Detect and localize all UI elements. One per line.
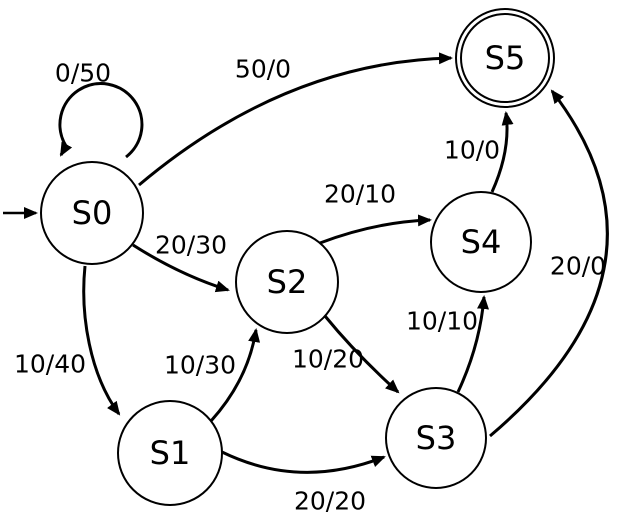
state-label-S2: S2 [267, 263, 308, 301]
transition-S0-S1 [82, 265, 121, 416]
transition-S1-S2 [209, 328, 261, 423]
transition-label-S2-S3: 10/20 [292, 345, 364, 374]
state-label-S0: S0 [72, 194, 113, 232]
transition-label-S2-S4: 20/10 [324, 180, 396, 209]
state-S0: S0 [40, 161, 144, 265]
state-circle-S1 [117, 400, 223, 506]
transition-label-S4-S5: 10/0 [444, 136, 500, 165]
state-circle-S0 [40, 161, 144, 265]
state-inner-circle-S5 [460, 13, 550, 103]
state-circle-S2 [235, 230, 339, 334]
transition-label-S0-S0: 0/50 [55, 59, 111, 88]
state-S2: S2 [235, 230, 339, 334]
transition-S4-S5 [490, 111, 514, 193]
state-S1: S1 [117, 400, 223, 506]
transition-label-S0-S2: 20/30 [155, 231, 227, 260]
transition-label-S3-S5: 20/0 [550, 252, 606, 281]
state-circle-S4 [430, 191, 532, 293]
transition-S3-S5 [489, 89, 609, 438]
transition-label-S3-S4: 10/10 [406, 307, 478, 336]
transition-S2-S3 [323, 315, 400, 394]
transition-label-S0-S5: 50/0 [235, 55, 291, 84]
state-S4: S4 [430, 191, 532, 293]
state-S5-accepting: S5 [455, 8, 555, 108]
state-label-S1: S1 [150, 434, 191, 472]
transition-S3-S4 [456, 295, 489, 393]
transition-S0-S2 [132, 243, 230, 293]
state-label-S3: S3 [416, 419, 457, 457]
state-circle-S3 [385, 387, 487, 489]
state-label-S5: S5 [485, 39, 526, 77]
transition-S2-S4 [319, 214, 432, 245]
state-circle-S5 [455, 8, 555, 108]
state-S3: S3 [385, 387, 487, 489]
transition-S1-S3 [221, 450, 386, 474]
transition-S0-S5 [138, 52, 453, 187]
transition-label-S0-S1: 10/40 [14, 350, 86, 379]
transition-label-S1-S2: 10/30 [164, 351, 236, 380]
transition-label-S1-S3: 20/20 [294, 487, 366, 512]
transitions-layer: 0/50 50/0 20/30 10/40 10/30 20/20 20/10 10/20 10… [3, 52, 609, 512]
state-label-S4: S4 [461, 223, 502, 261]
transition-S0-S0 [58, 82, 144, 159]
